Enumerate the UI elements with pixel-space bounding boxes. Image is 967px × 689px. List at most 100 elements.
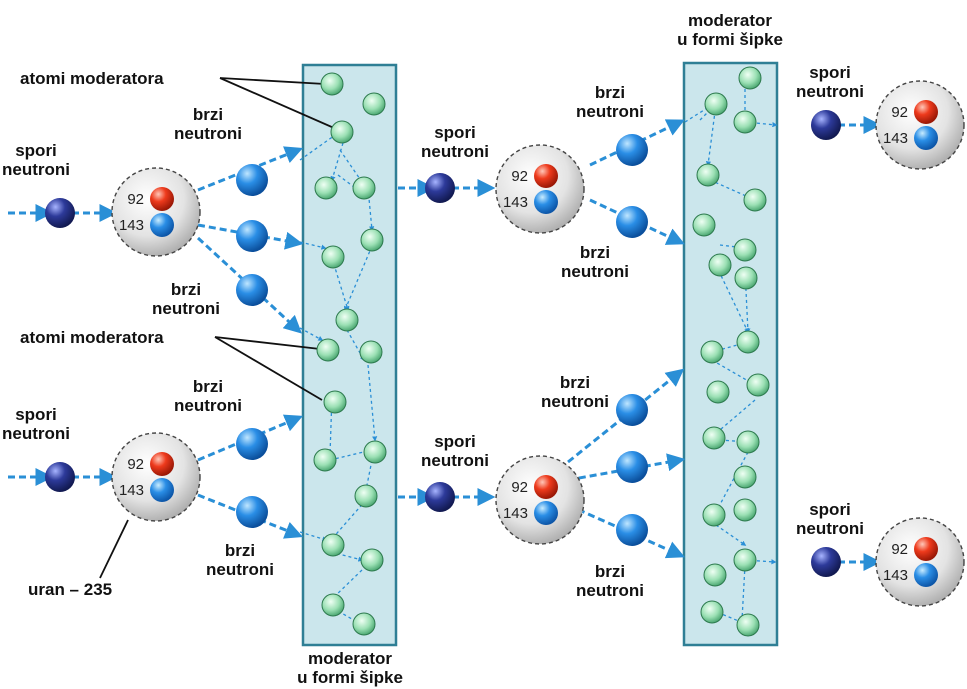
fast-neutron: [236, 428, 268, 460]
slow-neutron: [45, 462, 75, 492]
proton-number: 92: [511, 168, 528, 185]
slow-neutron: [425, 482, 455, 512]
neutron-number: 143: [503, 505, 528, 522]
moderator-atom: [733, 548, 757, 572]
moderator-atom: [736, 430, 760, 454]
moderator-atom: [363, 440, 387, 464]
moderator-atom: [360, 548, 384, 572]
moderator-atom: [352, 612, 376, 636]
moderator-atom: [321, 245, 345, 269]
moderator-atom: [706, 380, 730, 404]
moderator-atom: [734, 266, 758, 290]
fast-path-arrow: [197, 493, 304, 539]
uranium-nucleus: [875, 80, 965, 170]
moderator-atom: [733, 498, 757, 522]
slow-neutron: [811, 547, 841, 577]
moderator-atom: [704, 92, 728, 116]
moderator-atoms: [313, 66, 770, 637]
neutron-in-nucleus: [534, 190, 558, 214]
neutrons: [45, 110, 841, 577]
neutron-in-nucleus: [914, 126, 938, 150]
scatter-path-arrow: [327, 394, 333, 457]
moderator-atom: [700, 600, 724, 624]
uranium-nucleus: [111, 167, 201, 257]
moderator-atom: [360, 228, 384, 252]
fast-neutron: [616, 394, 648, 426]
neutron-in-nucleus: [914, 563, 938, 587]
scatter-path-arrow: [329, 448, 374, 461]
moderator-atom: [321, 533, 345, 557]
scatter-path-arrow: [744, 269, 751, 334]
scatter-path-arrow: [299, 327, 324, 341]
callout-line: [99, 519, 129, 579]
fast-neutron: [236, 220, 268, 252]
neutron-number: 143: [883, 567, 908, 584]
fast-path-arrow: [197, 146, 304, 192]
scatter-path-arrow: [330, 142, 344, 182]
moderator-rod-right: [682, 61, 779, 647]
moderator-atom: [323, 390, 347, 414]
moderator-atom: [746, 373, 770, 397]
moderator-atom: [736, 330, 760, 354]
fast-neutron: [616, 206, 648, 238]
proton-number: 92: [891, 104, 908, 121]
fast-neutron: [236, 164, 268, 196]
proton-number: 92: [511, 479, 528, 496]
fast-neutron: [616, 134, 648, 166]
scatter-path-arrow: [744, 559, 777, 565]
moderator-atom: [321, 593, 345, 617]
proton: [150, 187, 174, 211]
scatter-path-arrow: [299, 132, 340, 161]
moderator-atom: [702, 503, 726, 527]
moderator-atom: [335, 308, 359, 332]
slow-neutron: [45, 198, 75, 228]
fast-neutron: [236, 496, 268, 528]
moderator-atom: [354, 484, 378, 508]
moderator-atom: [708, 253, 732, 277]
slow-neutron: [811, 110, 841, 140]
neutron-number: 143: [503, 194, 528, 211]
neutron-in-nucleus: [150, 213, 174, 237]
moderator-atom: [314, 176, 338, 200]
moderator-atom: [352, 176, 376, 200]
moderator-atom: [702, 426, 726, 450]
moderator-atom: [696, 163, 720, 187]
proton: [914, 100, 938, 124]
moderator-atom: [330, 120, 354, 144]
scatter-path-arrow: [744, 121, 778, 128]
callout-line: [214, 336, 323, 401]
callout-lines: [99, 77, 335, 579]
neutron-paths: [8, 76, 882, 626]
proton: [150, 452, 174, 476]
neutron-in-nucleus: [534, 501, 558, 525]
scatter-path-arrow: [299, 241, 327, 250]
uranium-nuclei: [111, 80, 965, 607]
neutron-in-nucleus: [150, 478, 174, 502]
proton-number: 92: [127, 191, 144, 208]
moderator-atom: [359, 340, 383, 364]
moderator-atoms-label: atomi moderatora: [20, 69, 164, 88]
moderator-atom: [703, 563, 727, 587]
moderator-atom: [320, 72, 344, 96]
moderator-atom: [733, 465, 757, 489]
scatter-path-arrow: [715, 451, 749, 514]
proton: [534, 475, 558, 499]
callout-line: [219, 77, 326, 85]
moderator-atom: [692, 213, 716, 237]
